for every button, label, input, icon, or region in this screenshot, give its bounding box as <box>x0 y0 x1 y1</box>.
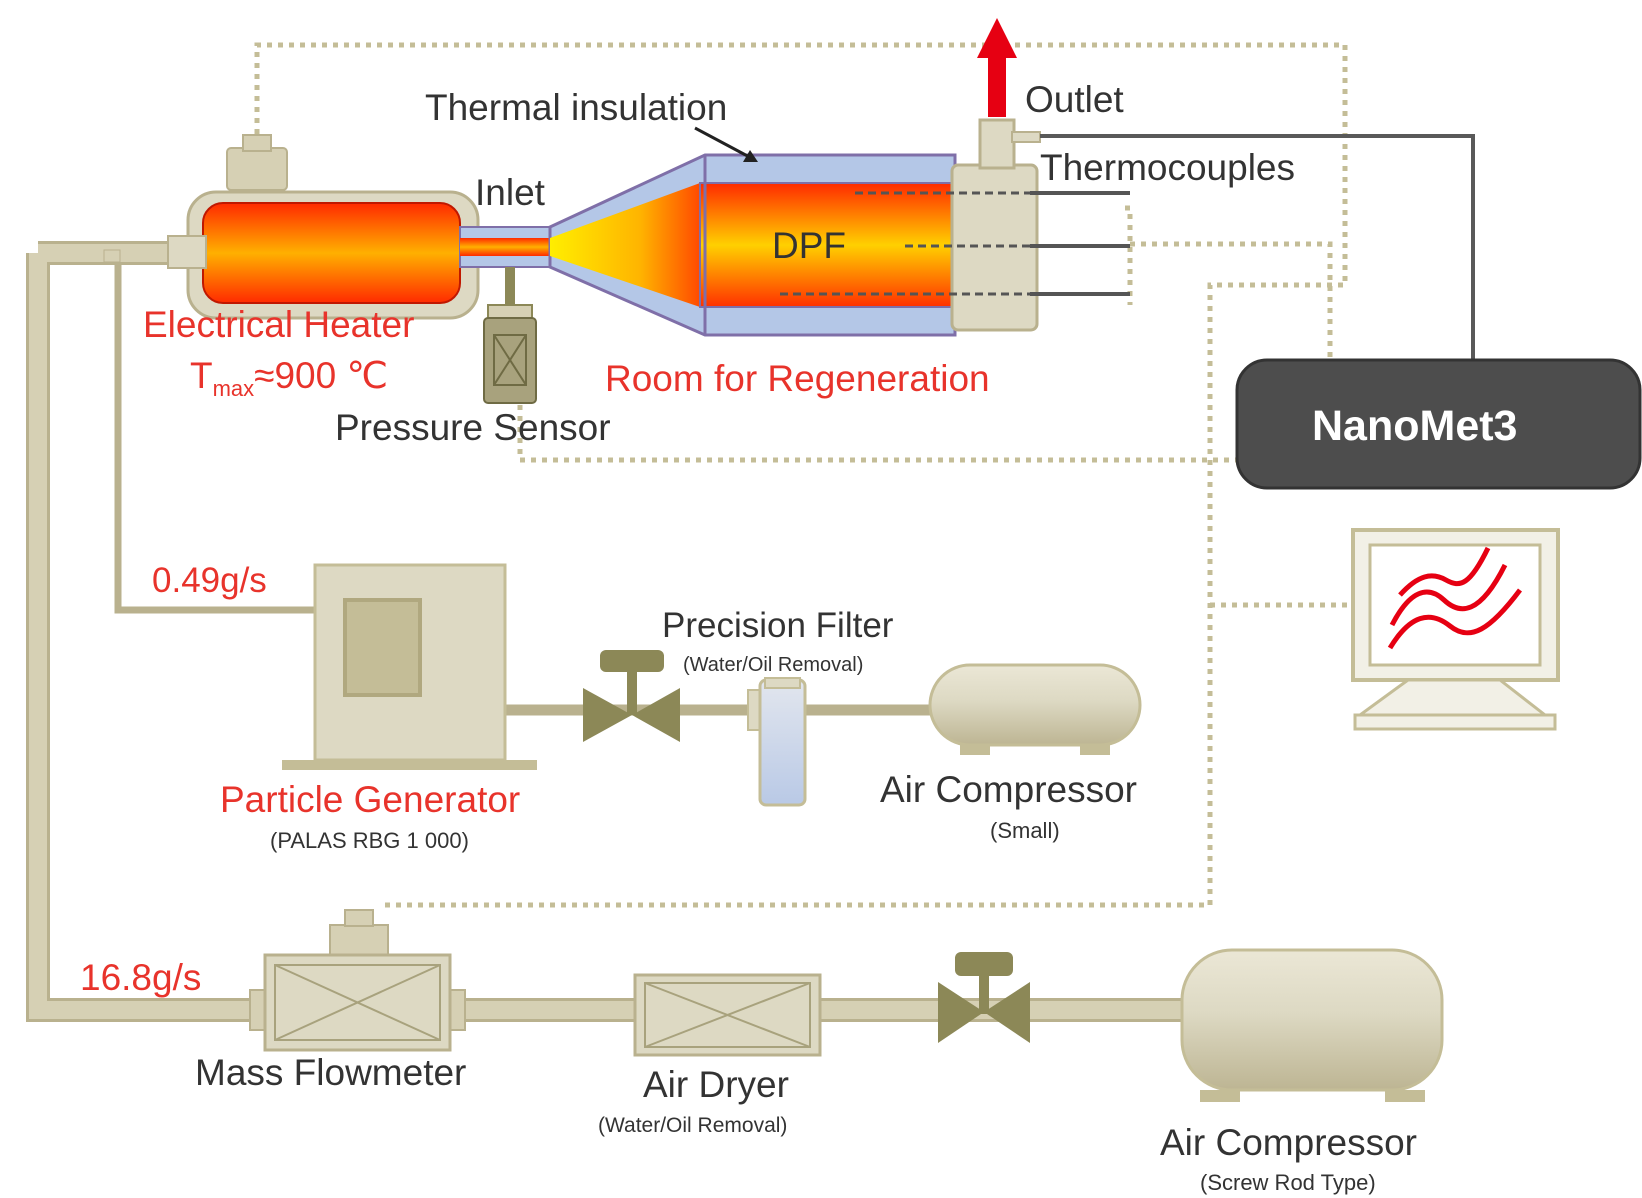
dpf-label: DPF <box>772 225 846 266</box>
pressure-sensor <box>483 267 537 404</box>
mass-flowmeter-label: Mass Flowmeter <box>195 1052 466 1093</box>
insulation-pointer <box>694 126 758 162</box>
air-compressor-small-label: Air Compressor <box>880 769 1137 810</box>
labels: Thermal insulation Inlet Outlet Thermoco… <box>80 79 1517 1195</box>
thermal-insulation-label: Thermal insulation <box>425 87 727 128</box>
computer-monitor-icon <box>1351 528 1560 731</box>
room-for-regeneration-label: Room for Regeneration <box>605 358 990 399</box>
regeneration-room <box>548 153 957 337</box>
flow-rate-small-label: 0.49g/s <box>152 561 267 600</box>
thermocouples-label: Thermocouples <box>1040 147 1295 188</box>
inlet-tube <box>459 226 551 268</box>
air-compressor-large-sublabel: (Screw Rod Type) <box>1200 1170 1376 1195</box>
air-dryer <box>633 973 822 1057</box>
electrical-heater-label: Electrical Heater <box>143 304 414 345</box>
outlet-label: Outlet <box>1025 79 1124 120</box>
air-compressor-small <box>928 663 1142 755</box>
inlet-label: Inlet <box>475 172 546 213</box>
air-dryer-sublabel: (Water/Oil Removal) <box>598 1114 787 1137</box>
air-compressor-large-label: Air Compressor <box>1160 1122 1417 1163</box>
tmax-label: Tmax≈900 ℃ <box>190 355 388 401</box>
particle-generator-sublabel: (PALAS RBG 1 000) <box>270 828 469 853</box>
valve-small <box>583 650 680 742</box>
precision-filter <box>747 677 807 807</box>
precision-filter-label: Precision Filter <box>662 606 894 645</box>
particle-generator-label: Particle Generator <box>220 779 520 820</box>
nanomet3-unit <box>1235 358 1642 490</box>
nanomet3-label: NanoMet3 <box>1312 402 1517 450</box>
flow-rate-large-label: 16.8g/s <box>80 957 201 998</box>
tmax-value: ≈900 ℃ <box>254 355 388 396</box>
electrical-heater <box>103 134 480 320</box>
valve-large <box>938 952 1030 1043</box>
particle-generator <box>282 563 537 770</box>
tmax-subscript: max <box>213 376 255 401</box>
signal-lines-dotted <box>254 42 1360 908</box>
mass-flowmeter <box>249 909 466 1052</box>
tmax-prefix: T <box>190 355 213 396</box>
thermocouples <box>780 191 1130 296</box>
pressure-sensor-label: Pressure Sensor <box>335 407 611 448</box>
outlet-housing <box>950 118 1041 332</box>
precision-filter-sublabel: (Water/Oil Removal) <box>683 654 863 676</box>
signal-line-nanomet <box>1040 134 1475 362</box>
air-dryer-label: Air Dryer <box>643 1064 789 1105</box>
air-compressor-small-sublabel: (Small) <box>990 818 1060 843</box>
outlet-arrow <box>977 18 1017 117</box>
air-compressor-large <box>1180 948 1444 1102</box>
